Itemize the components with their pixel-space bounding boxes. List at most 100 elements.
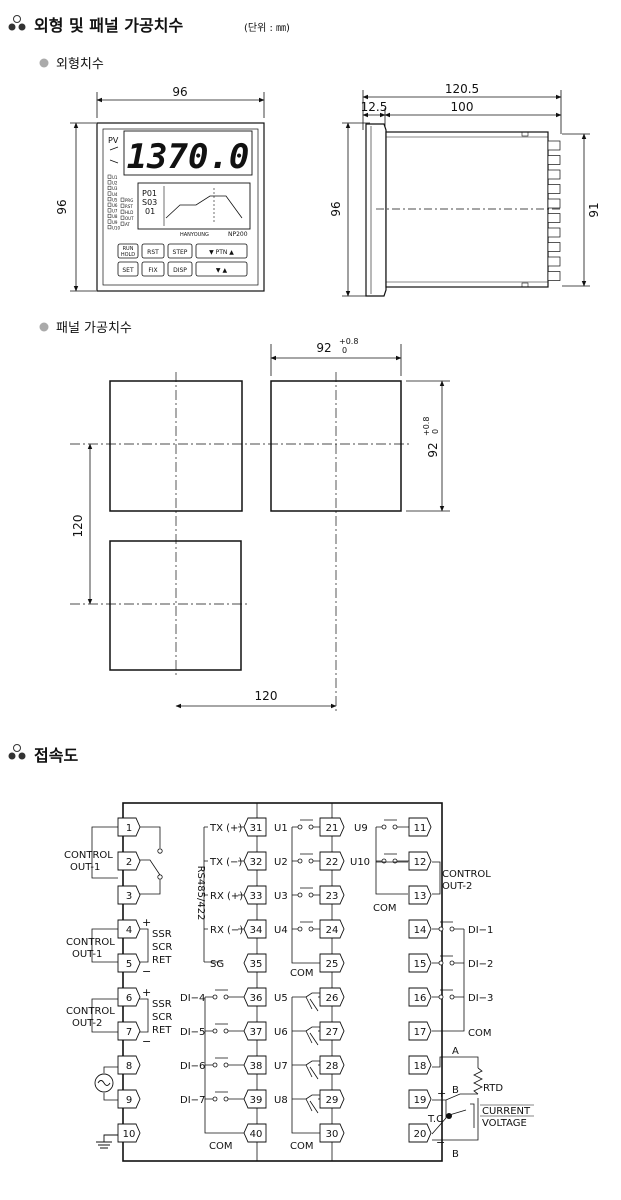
rs-pin-label: SG	[210, 959, 224, 970]
side-total-length: 120.5	[445, 82, 479, 96]
terminal-17	[408, 1021, 432, 1041]
terminal-6-number: 6	[126, 993, 132, 1004]
bullet-icon	[39, 58, 49, 68]
minus-sign: −	[142, 965, 151, 978]
terminal-35	[243, 953, 267, 973]
terminal-17-number: 17	[414, 1027, 427, 1038]
indicator-label: U9	[112, 220, 118, 225]
indicator-label: U6	[112, 203, 118, 208]
indicator-label: U10	[112, 225, 120, 230]
control-out1-ssr-label-b: OUT-1	[72, 949, 102, 960]
terminal-1	[117, 817, 141, 837]
com-label-di: COM	[468, 1028, 491, 1039]
terminal-23-number: 23	[326, 891, 339, 902]
control-out1-ssr-label-a: CONTROL	[66, 937, 115, 948]
panel-cutout-label: 패널 가공치수	[56, 321, 132, 336]
indicator-label: U2	[112, 181, 118, 186]
wiring-title: 접속도	[34, 746, 78, 765]
rs-pin-label: TX (−)	[209, 857, 242, 868]
sensor-b-label: B	[452, 1085, 459, 1096]
set-button[interactable]: SET	[117, 261, 139, 277]
cutout-height-tol-up: +0.8	[422, 417, 431, 436]
terminal-block	[547, 242, 561, 252]
terminal-29-number: 29	[326, 1095, 339, 1106]
terminal-31	[243, 817, 267, 837]
rtd-label: RTD	[483, 1083, 503, 1094]
terminal-9	[117, 1089, 141, 1109]
terminal-11-number: 11	[414, 823, 427, 834]
terminal-12	[408, 851, 432, 871]
bullet-icon	[39, 322, 49, 332]
front-view: 96 96 PV 1370.0 U1U2U3U4U5U6U7U8U9U10PRG…	[55, 85, 265, 292]
step-button[interactable]: STEP	[167, 243, 193, 259]
terminal-block	[547, 213, 561, 223]
terminal-block	[547, 271, 561, 281]
indicator-label: RST	[125, 204, 133, 209]
terminal-24	[319, 919, 345, 939]
u-relay-label: U1	[274, 823, 288, 834]
indicator-lamp	[120, 197, 125, 202]
indicator-lamp	[120, 221, 125, 226]
indicator-lamp	[107, 225, 112, 230]
terminal-38	[243, 1055, 267, 1075]
svg-text:STEP: STEP	[173, 249, 188, 256]
rs-pin-label: TX (+)	[209, 823, 242, 834]
u-transistor-label: U5	[274, 993, 288, 1004]
terminal-2-number: 2	[126, 857, 132, 868]
voltage-label: VOLTAGE	[482, 1118, 527, 1129]
disp-button[interactable]: DISP	[167, 261, 193, 277]
front-width: 96	[172, 85, 187, 99]
ret-label-2: RET	[152, 1025, 172, 1036]
terminal-22	[319, 851, 345, 871]
terminal-32	[243, 851, 267, 871]
terminal-13-number: 13	[414, 891, 427, 902]
di-right-label: DI−3	[468, 993, 493, 1004]
side-body-depth: 100	[451, 100, 474, 114]
terminal-34-number: 34	[250, 925, 263, 936]
indicator-lamp	[107, 219, 112, 224]
screen-number: 01	[145, 207, 155, 216]
scr-label-1: SCR	[152, 942, 172, 953]
u-transistor-label: U6	[274, 1027, 288, 1038]
terminal-8-number: 8	[126, 1061, 132, 1072]
cutout-pitch-horizontal: 120	[255, 689, 278, 703]
indicator-lamp	[107, 197, 112, 202]
cutout-pitch-vertical: 120	[71, 515, 85, 538]
terminal-26	[319, 987, 345, 1007]
terminal-30-number: 30	[326, 1129, 339, 1140]
control-out1-label-a: CONTROL	[64, 850, 113, 861]
cutout-height-tol-down: 0	[431, 429, 440, 434]
terminal-36	[243, 987, 267, 1007]
indicator-lamp	[120, 209, 125, 214]
terminal-block	[547, 184, 561, 194]
cutout-width-tol-up: +0.8	[339, 337, 358, 346]
terminal-block	[547, 140, 561, 151]
arrow-buttons[interactable]: ▼ ▲	[195, 261, 248, 277]
terminal-15	[408, 953, 432, 973]
indicator-lamp	[107, 174, 112, 179]
panel-cutout: 92 +0.8 0 92 +0.8 0 120 120	[70, 337, 450, 714]
terminal-6	[117, 987, 141, 1007]
terminal-26-number: 26	[326, 993, 339, 1004]
di-left-label: DI−7	[180, 1095, 205, 1106]
sensor-b-label-2: B	[452, 1149, 459, 1160]
terminal-39	[243, 1089, 267, 1109]
terminal-18-number: 18	[414, 1061, 427, 1072]
terminal-8	[117, 1055, 141, 1075]
plus-sign: +	[142, 916, 151, 929]
control-out2-label-b: OUT-2	[72, 1018, 102, 1029]
brand-label: HANYOUNG	[180, 232, 209, 238]
minus-sign: −	[142, 1035, 151, 1048]
ssr-label-2: SSR	[152, 999, 172, 1010]
terminal-10-number: 10	[123, 1129, 136, 1140]
u-transistor-label: U7	[274, 1061, 288, 1072]
fix-button[interactable]: FIX	[141, 261, 165, 277]
terminal-34	[243, 919, 267, 939]
svg-text:RST: RST	[147, 249, 159, 256]
indicator-label: AT	[125, 222, 130, 227]
rst-button[interactable]: RST	[141, 243, 165, 259]
side-bezel-depth: 12.5	[361, 100, 388, 114]
terminal-27-number: 27	[326, 1027, 339, 1038]
ptn-button[interactable]: ▼ PTN ▲	[195, 243, 248, 259]
